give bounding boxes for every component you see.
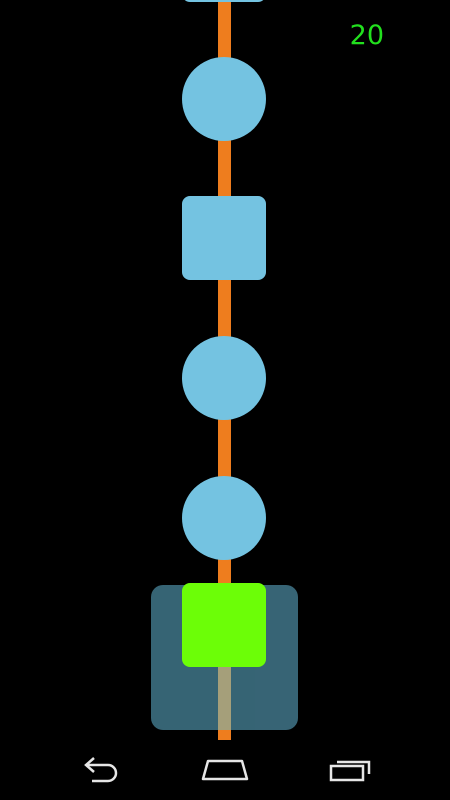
back-button[interactable] <box>55 740 145 800</box>
player-square[interactable] <box>182 583 266 667</box>
game-area[interactable]: 20 <box>0 0 450 740</box>
back-arrow-icon <box>84 757 118 783</box>
home-button[interactable] <box>180 740 270 800</box>
recent-apps-icon <box>329 760 371 782</box>
recent-apps-button[interactable] <box>306 740 396 800</box>
android-navigation-bar <box>0 740 450 800</box>
obstacle-circle <box>182 336 266 420</box>
obstacle-square <box>182 196 266 280</box>
home-icon <box>201 759 249 781</box>
obstacle-circle <box>182 476 266 560</box>
obstacle-square-partial <box>182 0 266 2</box>
score-counter: 20 <box>349 20 384 51</box>
obstacle-circle <box>182 57 266 141</box>
